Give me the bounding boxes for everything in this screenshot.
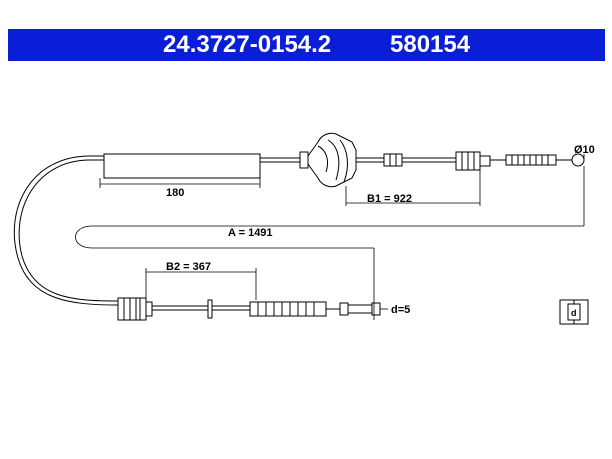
lower-end-fitting [249,301,381,317]
lower-cable [117,297,250,321]
dimension-lines [75,154,585,320]
a-label: A = 1491 [228,227,273,239]
end-diameter-label: Ø10 [574,144,595,156]
title-bar: 24.3727-0154.2 580154 [8,29,605,61]
diameter-symbol-letter: d [571,308,577,318]
b1-label: B1 = 922 [367,193,412,205]
diameter-symbol [559,299,589,325]
grommet [299,132,357,188]
cable-loop [13,155,119,306]
pin-diameter-label: d=5 [391,304,410,316]
part-number: 24.3727-0154.2 [163,31,332,58]
reference-number: 580154 [390,31,471,58]
upper-cable [260,157,300,163]
right-end-fitting [505,153,585,167]
b2-label: B2 = 367 [166,261,211,273]
upper-sleeve [103,153,261,179]
right-cable [356,151,506,171]
sleeve-length-label: 180 [166,187,184,199]
